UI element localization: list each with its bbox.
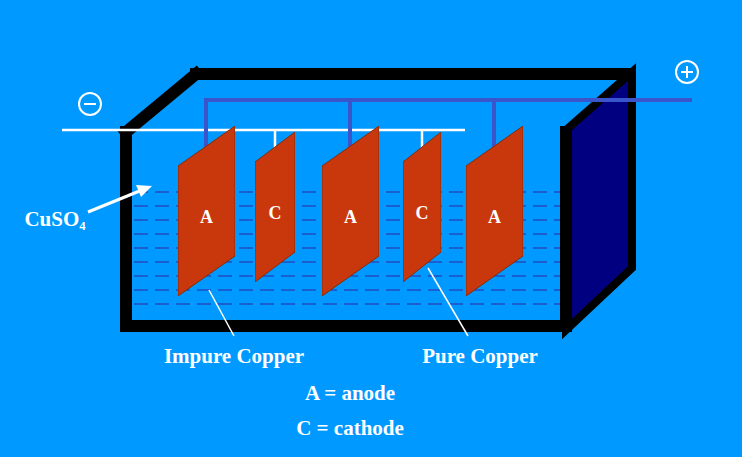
plate-letter: A bbox=[344, 207, 357, 228]
electrode-plate: A bbox=[466, 126, 523, 296]
tank-edge bbox=[126, 74, 196, 132]
wire bbox=[62, 129, 465, 132]
plate-face bbox=[322, 126, 379, 296]
tank-edge bbox=[126, 320, 566, 332]
leader-line bbox=[209, 290, 234, 336]
arrow-line bbox=[88, 190, 142, 212]
text-label: C = cathode bbox=[296, 416, 404, 440]
electrode-plate: C bbox=[403, 132, 441, 282]
tank-side bbox=[566, 72, 632, 330]
terminal-circle bbox=[676, 61, 698, 83]
electrode-plate: A bbox=[178, 126, 235, 296]
electrode-plate: A bbox=[322, 126, 379, 296]
positive-terminal bbox=[676, 61, 698, 83]
wire bbox=[206, 98, 692, 102]
plate-letter: A bbox=[200, 207, 213, 228]
plate-face bbox=[466, 126, 523, 296]
leader-line bbox=[428, 268, 468, 336]
electrolyte-label: CuSO₄ bbox=[24, 207, 85, 231]
liquid-line bbox=[134, 289, 560, 291]
liquid-line bbox=[134, 303, 560, 305]
terminal-circle bbox=[79, 93, 101, 115]
pointer-arrow bbox=[88, 185, 152, 212]
plate-face bbox=[178, 126, 235, 296]
negative-terminal bbox=[79, 93, 101, 115]
plus-sign bbox=[686, 66, 688, 78]
text-label: A = anode bbox=[305, 381, 395, 405]
tank-outline bbox=[126, 74, 630, 326]
plate-letter: C bbox=[416, 203, 429, 224]
plate-letter: C bbox=[269, 203, 282, 224]
tank-edge bbox=[120, 132, 132, 326]
text-label: Impure Copper bbox=[164, 344, 304, 368]
plate-face bbox=[403, 132, 441, 282]
tank-edge bbox=[196, 68, 630, 80]
wire bbox=[348, 98, 352, 152]
electrode-plate: C bbox=[255, 132, 295, 282]
wire bbox=[204, 98, 208, 152]
minus-sign bbox=[84, 103, 96, 105]
arrow-head bbox=[136, 185, 152, 197]
wire bbox=[492, 98, 496, 152]
negative-wire bbox=[62, 130, 465, 150]
plate-letter: A bbox=[488, 207, 501, 228]
plate-face bbox=[255, 132, 295, 282]
text-label: Pure Copper bbox=[422, 344, 538, 368]
tank-edge bbox=[560, 132, 572, 326]
